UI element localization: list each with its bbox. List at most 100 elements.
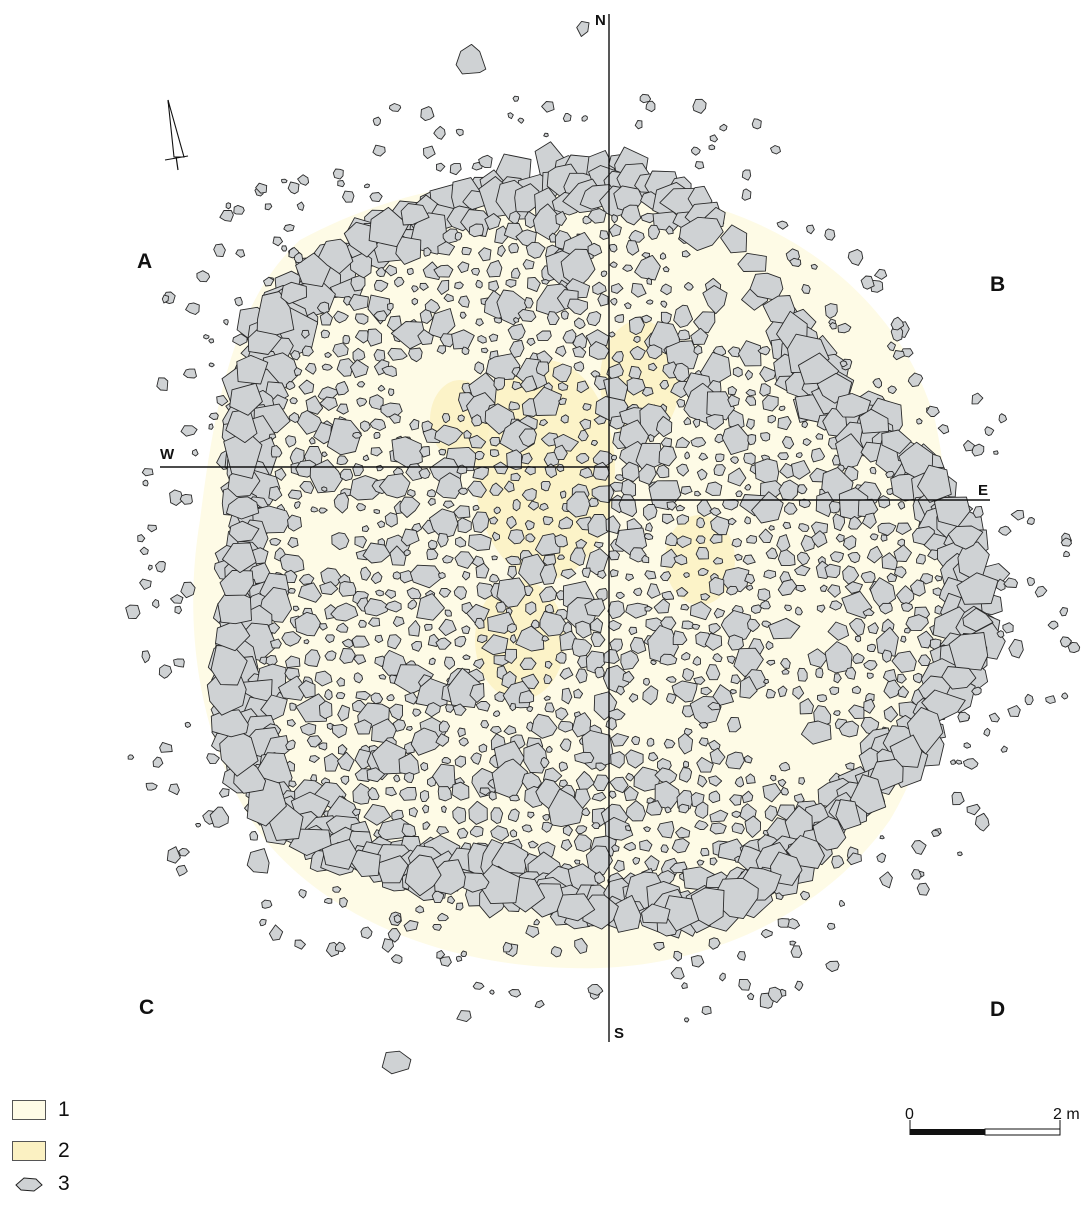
stone-icon — [573, 361, 585, 372]
stone-icon — [754, 458, 780, 484]
stone-icon — [829, 322, 837, 330]
stone-icon — [762, 394, 779, 412]
stone-icon — [714, 453, 725, 462]
stone-icon — [879, 871, 893, 889]
stone-icon — [574, 937, 588, 954]
stone-icon — [451, 781, 470, 801]
stone-icon — [610, 733, 630, 747]
stone-icon — [759, 600, 771, 610]
stone-icon — [672, 630, 688, 646]
stone-icon — [278, 675, 308, 701]
stone-icon — [866, 672, 874, 679]
stone-icon — [760, 432, 771, 442]
stone-field — [125, 20, 1081, 1075]
stone-icon — [461, 247, 472, 256]
stone-icon — [698, 737, 709, 747]
stone-icon — [681, 620, 695, 630]
stone-icon — [1026, 576, 1035, 586]
stone-icon — [573, 688, 584, 699]
stone-icon — [490, 807, 504, 824]
stone-icon — [295, 252, 331, 288]
stone-icon — [641, 903, 671, 924]
stone-icon — [155, 561, 166, 573]
stone-icon — [281, 178, 288, 184]
stone-icon — [778, 761, 791, 772]
stone-icon — [512, 95, 520, 102]
scale-bar — [909, 1120, 1061, 1136]
stone-icon — [709, 534, 723, 544]
stone-icon — [694, 490, 702, 497]
stone-icon — [452, 806, 467, 825]
scale-label-end: 2 m — [1053, 1106, 1080, 1123]
stone-icon — [887, 385, 897, 395]
stone-icon — [957, 711, 971, 723]
stone-icon — [264, 203, 273, 211]
stone-icon — [410, 727, 443, 756]
scale-label-start: 0 — [905, 1106, 914, 1123]
stone-icon — [493, 461, 509, 475]
stone-icon — [854, 635, 862, 643]
stone-icon — [672, 362, 690, 383]
stone-icon — [571, 712, 592, 738]
stone-icon — [659, 252, 667, 260]
stone-icon — [660, 283, 672, 296]
stone-icon — [575, 825, 588, 835]
stone-icon — [641, 554, 650, 564]
stone-icon — [623, 841, 636, 852]
stone-icon — [662, 266, 670, 273]
stone-icon — [574, 751, 595, 764]
stone-icon — [678, 732, 694, 755]
stone-icon — [644, 855, 660, 873]
stone-icon — [360, 420, 371, 432]
stone-icon — [759, 366, 777, 383]
stone-icon — [690, 955, 705, 968]
stone-icon — [438, 720, 451, 733]
stone-icon — [900, 635, 907, 643]
stone-icon — [709, 134, 719, 143]
stone-icon — [709, 857, 718, 866]
stone-icon — [392, 719, 407, 732]
stone-icon — [372, 116, 382, 127]
stone-icon — [489, 516, 499, 525]
stone-icon — [560, 490, 567, 499]
stone-icon — [644, 570, 657, 580]
stone-icon — [745, 418, 755, 430]
stone-icon — [431, 890, 445, 904]
stone-icon — [333, 492, 349, 514]
stone-icon — [525, 241, 546, 259]
stone-icon — [288, 412, 300, 423]
stone-icon — [489, 573, 500, 583]
stone-icon — [384, 512, 398, 528]
stone-icon — [907, 372, 924, 388]
stone-icon — [391, 436, 423, 469]
stone-icon — [180, 425, 198, 437]
stone-icon — [287, 537, 299, 549]
stone-icon — [734, 553, 743, 561]
stone-icon — [191, 448, 199, 457]
legend-swatch-1 — [12, 1100, 46, 1120]
stone-icon — [342, 334, 351, 345]
stone-icon — [727, 517, 737, 526]
stone-icon — [646, 583, 661, 599]
stone-icon — [824, 563, 841, 579]
stone-icon — [471, 511, 490, 533]
stone-icon — [971, 392, 984, 405]
stone-icon — [984, 426, 995, 437]
stone-icon — [692, 98, 707, 114]
stone-icon — [506, 515, 517, 530]
stone-icon — [588, 497, 599, 508]
stone-icon — [349, 359, 369, 379]
stone-icon — [294, 611, 322, 637]
stone-icon — [620, 650, 640, 671]
stone-icon — [661, 590, 675, 600]
stone-icon — [461, 625, 471, 635]
stone-icon — [466, 603, 490, 624]
stone-icon — [916, 882, 930, 896]
stone-icon — [628, 229, 645, 243]
stone-icon — [341, 638, 354, 649]
stone-icon — [175, 864, 188, 877]
stone-icon — [478, 154, 493, 169]
stone-icon — [426, 489, 437, 498]
stone-icon — [356, 503, 366, 512]
stone-icon — [594, 871, 605, 885]
